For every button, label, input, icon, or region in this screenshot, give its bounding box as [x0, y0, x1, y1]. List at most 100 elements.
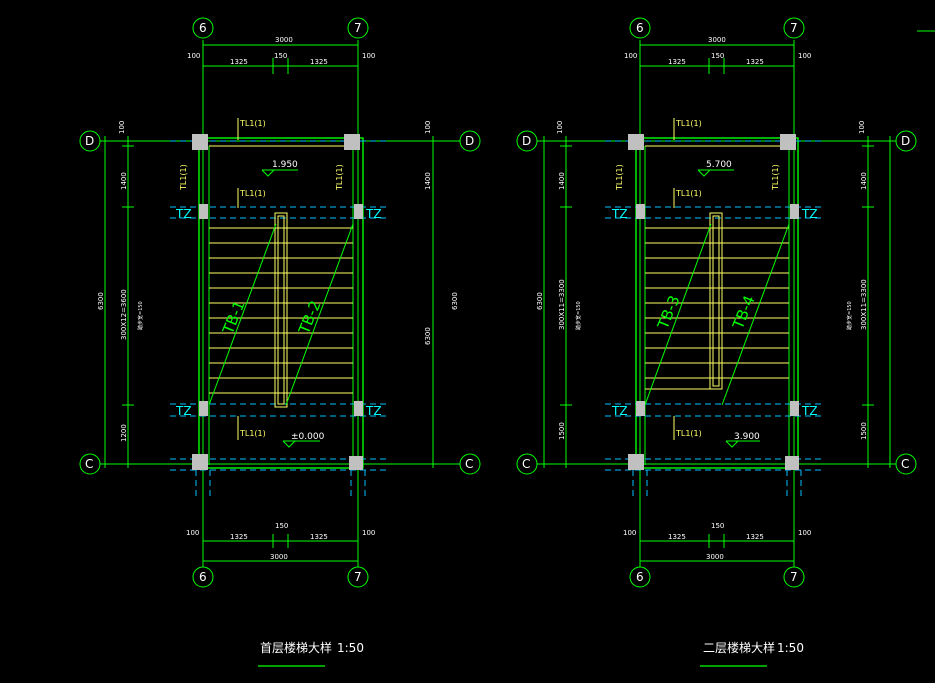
dim-right-part-3-r: 300X11=3300: [860, 279, 868, 330]
right-stair-plan: 3000 1325 150 1325 100 100 1325 150 1325…: [516, 17, 917, 667]
dim-left-part-1-r: 100: [556, 121, 564, 134]
beam-label-bottom-r: TL1(1): [675, 429, 702, 438]
column-d7-r: [780, 134, 796, 150]
dim-top-side-right-r: 100: [798, 52, 811, 60]
grid-label-6-bottom-r: 6: [636, 570, 644, 584]
dim-top-total-r: 3000: [708, 36, 726, 44]
bottom-dimension-r: [640, 534, 794, 562]
elevation-top: 1.950: [272, 160, 298, 170]
right-dimension-r: [862, 136, 891, 468]
grid-label-d-right: D: [465, 134, 474, 148]
right-plan-scale: 1:50: [777, 641, 804, 655]
dim-left-part-4-r: 1500: [558, 422, 566, 440]
beam-label-top: TL1(1): [239, 119, 266, 128]
dim-bottom-side-left-r: 100: [623, 529, 636, 537]
dim-right-total-inner: 6300: [424, 327, 432, 345]
flight-diagonal-4: [721, 223, 790, 406]
dim-top-part-3-r: 1325: [746, 58, 764, 66]
dim-left-part-1: 100: [118, 121, 126, 134]
elevation-top-r: 5.700: [706, 160, 732, 170]
column-d6: [192, 134, 208, 150]
dim-left-total-r: 6300: [536, 292, 544, 310]
column-d6-r: [628, 134, 644, 150]
grid-bubble-c-right-r: [895, 453, 917, 475]
grid-label-d-left-r: D: [522, 134, 531, 148]
grid-label-c-left-r: C: [522, 457, 530, 471]
beam-label-top-r: TL1(1): [675, 119, 702, 128]
central-handrail-inner-r: [712, 215, 720, 387]
grid-bubble-c-left-r: [516, 453, 538, 475]
dim-bottom-total: 3000: [270, 553, 288, 561]
grid-label-7-bottom: 7: [354, 570, 362, 584]
left-dimension-r: [543, 136, 572, 468]
tz-label-1: TZ: [175, 207, 192, 221]
dim-bottom-part-2-r: 150: [711, 522, 724, 530]
bottom-dimension: [203, 534, 358, 562]
flight-diagonal-1: [208, 223, 277, 406]
left-dimension: [104, 136, 134, 468]
dim-bottom-part-3: 1325: [310, 533, 328, 541]
beam-label-bottom: TL1(1): [239, 429, 266, 438]
beam-label-right-r: TL1(1): [771, 164, 780, 191]
column-tz-1-r: [636, 204, 645, 219]
grid-label-7-bottom-r: 7: [790, 570, 798, 584]
flight-diagonal-3: [644, 223, 712, 406]
stair-note: 踏步宽=150: [137, 301, 144, 330]
tz-label-2-r: TZ: [801, 207, 818, 221]
dim-top-part-2-r: 150: [711, 52, 724, 60]
grid-label-6-top: 6: [199, 21, 207, 35]
dim-top-part-3: 1325: [310, 58, 328, 66]
dim-top-part-1: 1325: [230, 58, 248, 66]
elevation-marker-bottom: [282, 440, 296, 448]
column-c7: [349, 456, 363, 470]
column-tz-4-r: [790, 401, 799, 416]
dim-right-total: 6300: [451, 292, 459, 310]
dim-left-total: 6300: [97, 292, 105, 310]
top-dimension: [203, 44, 358, 74]
tz-label-3: TZ: [175, 404, 192, 418]
grid-label-c-right: C: [465, 457, 473, 471]
column-c6: [192, 454, 208, 470]
grid-bubble-6-top: [192, 17, 214, 39]
dim-top-total: 3000: [275, 36, 293, 44]
grid-label-7-top-r: 7: [790, 21, 798, 35]
column-tz-2: [354, 204, 363, 219]
central-handrail-r: [709, 212, 723, 390]
dim-right-part-2-r: 1400: [860, 172, 868, 190]
dim-top-side-right: 100: [362, 52, 375, 60]
grid-label-6-bottom: 6: [199, 570, 207, 584]
flight-diagonal-2: [285, 223, 354, 406]
elevation-marker-bottom-r: [725, 440, 739, 448]
dim-right-part: 1400: [424, 172, 432, 190]
central-handrail-inner: [277, 215, 285, 405]
tz-label-2: TZ: [365, 207, 382, 221]
elevation-marker-top-r: [697, 169, 711, 177]
dim-left-part-2-r: 1400: [558, 172, 566, 190]
dim-left-part-2: 1400: [120, 172, 128, 190]
grid-label-d-left: D: [85, 134, 94, 148]
dim-top-part-2: 150: [274, 52, 287, 60]
grid-bubble-c-left: [79, 453, 101, 475]
beam-label-mid: TL1(1): [239, 189, 266, 198]
stair-wall-outline-r: [635, 137, 799, 469]
grid-bubble-d-left: [79, 130, 101, 152]
grid-bubble-d-right-r: [895, 130, 917, 152]
grid-bubble-d-left-r: [516, 130, 538, 152]
dim-top-side-left: 100: [187, 52, 200, 60]
grid-bubble-7-top-r: [783, 17, 805, 39]
elevation-marker-top: [261, 169, 275, 177]
column-tz-3-r: [636, 401, 645, 416]
flight-label-4: TB-4: [729, 293, 759, 333]
grid-label-7-top: 7: [354, 21, 362, 35]
grid-label-6-top-r: 6: [636, 21, 644, 35]
grid-label-c-left: C: [85, 457, 93, 471]
grid-bubble-6-bottom: [192, 566, 214, 588]
grid-bubble-7-bottom: [347, 566, 369, 588]
right-plan-title: 二层楼梯大样: [703, 640, 775, 655]
column-tz-2-r: [790, 204, 799, 219]
dim-top-side-left-r: 100: [624, 52, 637, 60]
elevation-bottom: ±0.000: [291, 432, 325, 442]
dim-left-part-4: 1200: [120, 424, 128, 442]
left-plan-scale: 1:50: [337, 641, 364, 655]
